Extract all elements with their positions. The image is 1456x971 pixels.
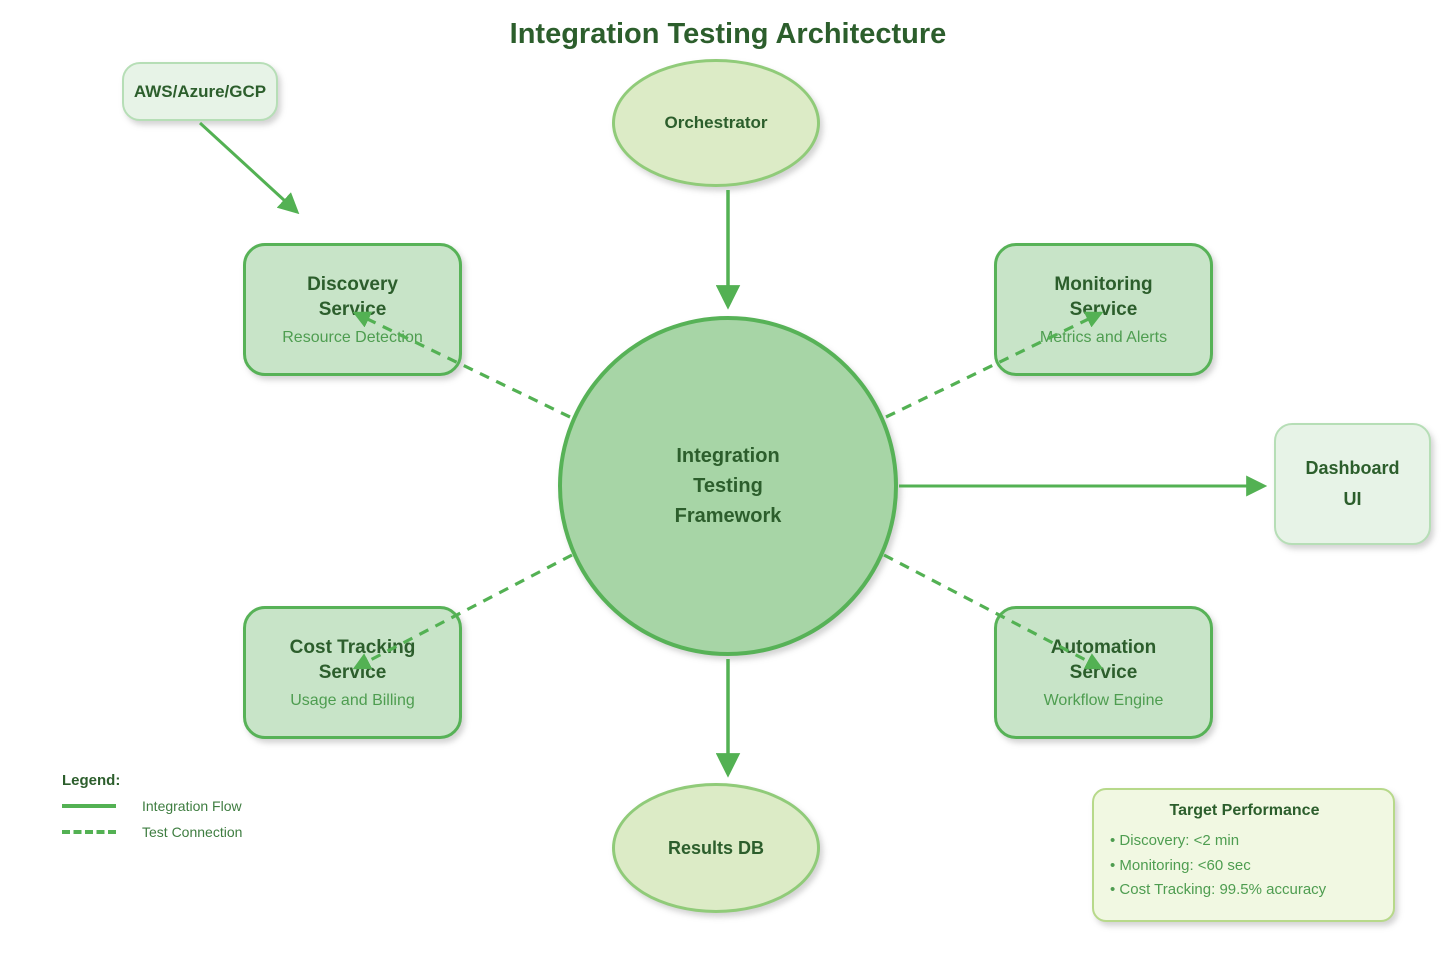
dashed-line-swatch bbox=[62, 830, 116, 834]
framework-label-line2: Testing bbox=[693, 475, 763, 497]
cost-tracking-title: Cost Tracking Service bbox=[289, 637, 416, 683]
target-performance-item: Cost Tracking: 99.5% accuracy bbox=[1110, 878, 1379, 903]
automation-subtitle: Workflow Engine bbox=[1043, 692, 1164, 709]
monitoring-subtitle: Metrics and Alerts bbox=[1039, 329, 1168, 346]
target-performance-panel: Target Performance Discovery: <2 min Mon… bbox=[1092, 788, 1395, 922]
results-db-label: Results DB bbox=[667, 837, 765, 858]
dashboard-label-line2: UI bbox=[1343, 489, 1362, 509]
node-cost-tracking-service: Cost Tracking Service Usage and Billing bbox=[243, 606, 462, 739]
node-orchestrator: Orchestrator bbox=[612, 59, 820, 187]
node-cloud-providers: AWS/Azure/GCP bbox=[122, 62, 278, 121]
page-title: Integration Testing Architecture bbox=[509, 18, 947, 50]
dashboard-label-line1: Dashboard bbox=[1305, 458, 1400, 478]
legend-heading: Legend: bbox=[62, 772, 121, 789]
target-performance-item: Discovery: <2 min bbox=[1110, 829, 1379, 854]
flow-arrow-cloud-to-discovery bbox=[198, 121, 300, 215]
legend: Legend: Integration Flow Test Connection bbox=[62, 772, 242, 850]
node-automation-service: Automation Service Workflow Engine bbox=[994, 606, 1213, 739]
node-integration-testing-framework: Integration Testing Framework bbox=[558, 316, 898, 656]
cost-tracking-subtitle: Usage and Billing bbox=[290, 692, 415, 709]
framework-label-line1: Integration bbox=[676, 445, 780, 467]
discovery-title: Discovery Service bbox=[307, 274, 398, 320]
target-performance-item: Monitoring: <60 sec bbox=[1110, 854, 1379, 879]
monitoring-title: Monitoring Service bbox=[1054, 274, 1153, 320]
cloud-providers-label: AWS/Azure/GCP bbox=[133, 81, 267, 101]
node-results-db: Results DB bbox=[612, 783, 820, 913]
solid-line-swatch bbox=[62, 804, 116, 808]
automation-title: Automation Service bbox=[1050, 637, 1157, 683]
framework-label-line3: Framework bbox=[674, 505, 782, 527]
legend-item-test-connection: Test Connection bbox=[62, 824, 242, 840]
target-performance-title: Target Performance bbox=[1169, 802, 1320, 819]
node-monitoring-service: Monitoring Service Metrics and Alerts bbox=[994, 243, 1213, 376]
discovery-subtitle: Resource Detection bbox=[282, 329, 423, 346]
node-discovery-service: Discovery Service Resource Detection bbox=[243, 243, 462, 376]
orchestrator-label: Orchestrator bbox=[664, 113, 768, 132]
node-dashboard-ui: Dashboard UI bbox=[1274, 423, 1431, 545]
legend-item-integration-flow: Integration Flow bbox=[62, 798, 242, 814]
